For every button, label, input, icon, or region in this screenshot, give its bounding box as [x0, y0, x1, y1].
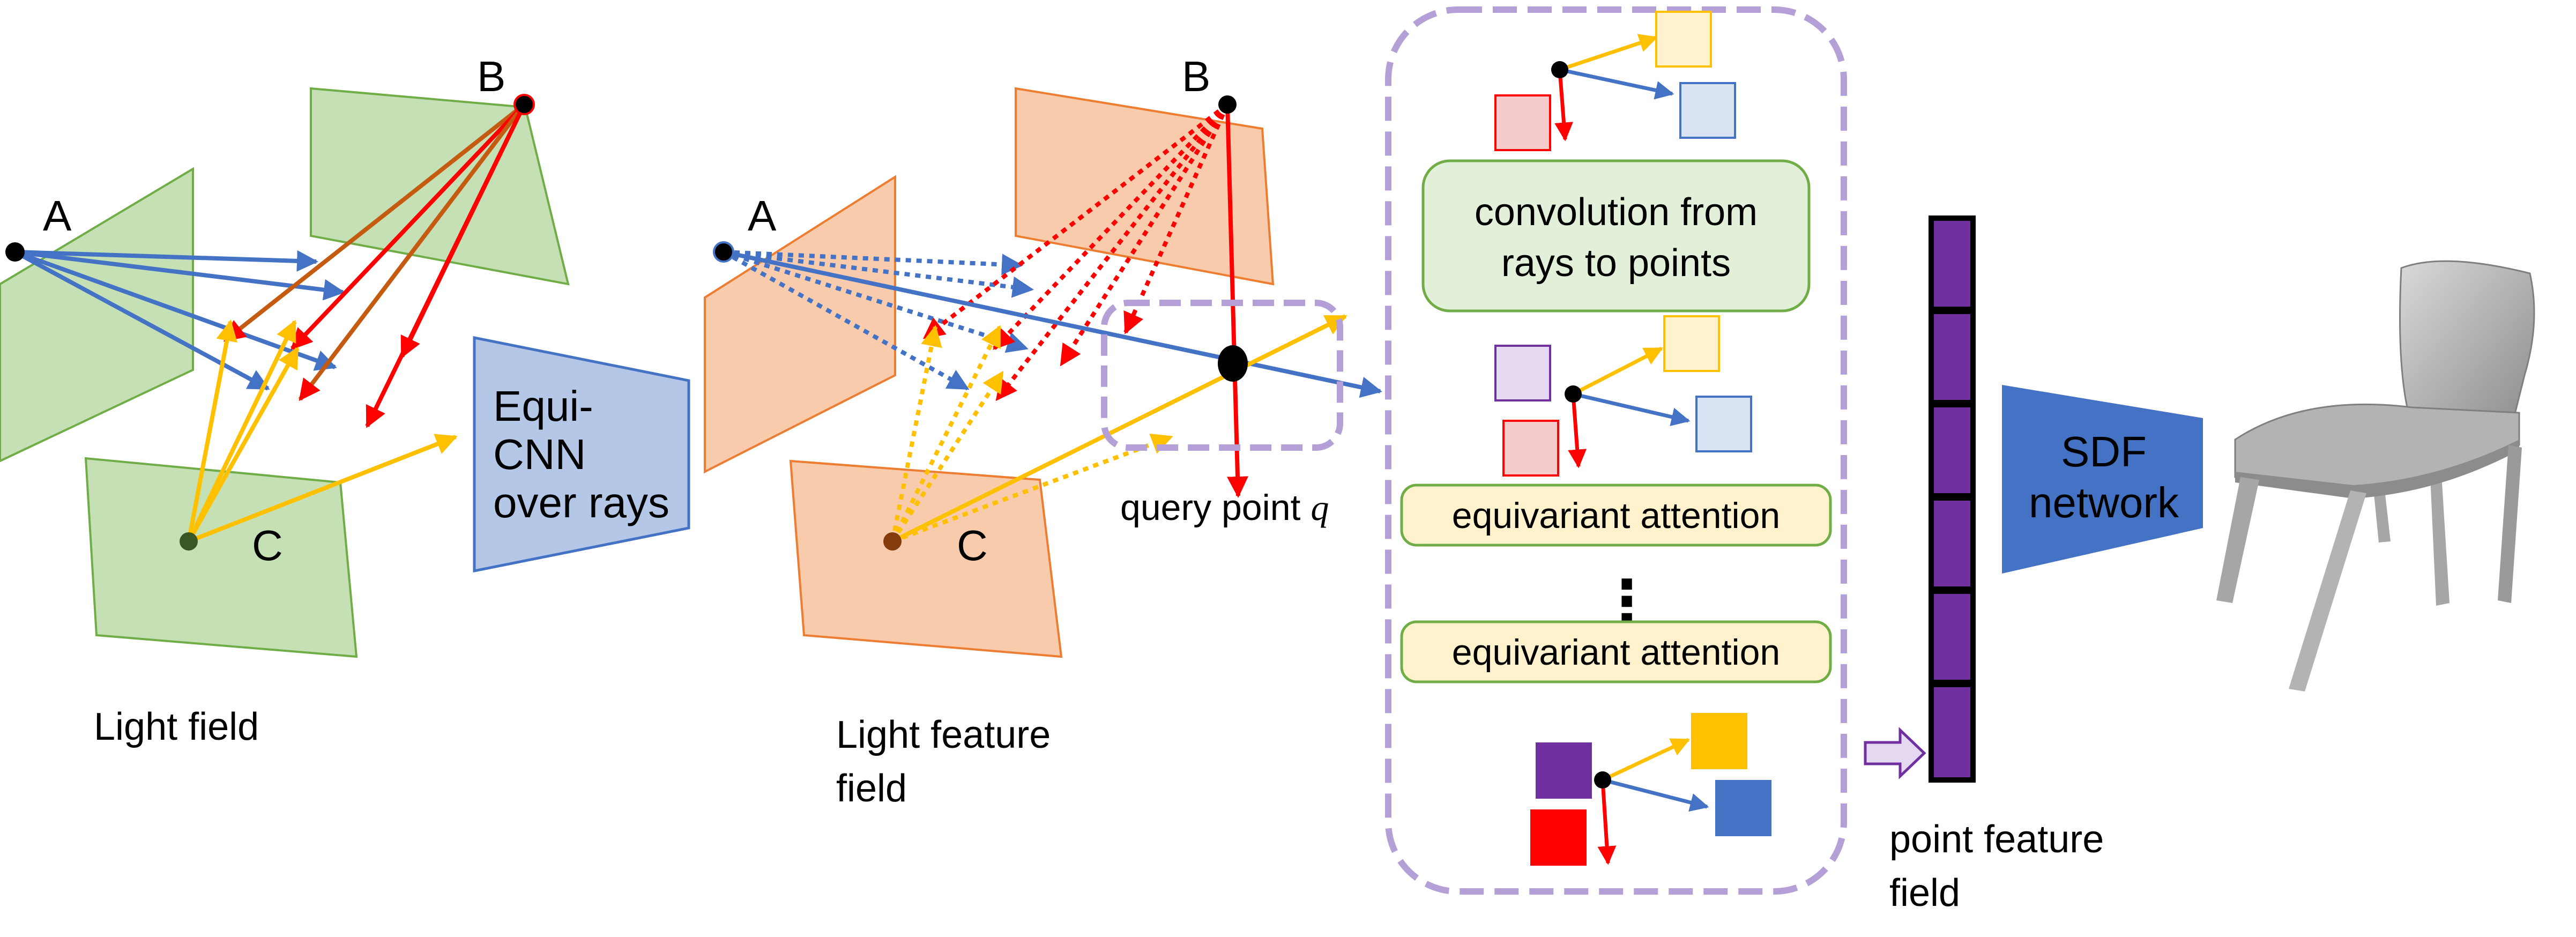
point-c-label: C — [252, 522, 283, 569]
attention-label-1: equivariant attention — [1452, 495, 1780, 536]
convolution-line2: rays to points — [1501, 242, 1731, 285]
pipeline-dashed-border — [1385, 6, 1847, 895]
feature-square-yellow — [1663, 315, 1720, 372]
sdf-trapezoid — [2002, 385, 2203, 574]
feature-square-red — [1494, 94, 1551, 151]
query-point-symbol: q — [1311, 487, 1329, 528]
point-b-label: B — [477, 53, 505, 100]
point-b-dot — [513, 94, 535, 115]
reconstructed-chair — [2216, 260, 2535, 691]
light-feature-caption-line2: field — [836, 767, 907, 810]
feature-square-blue — [1715, 780, 1771, 836]
attention-box-1 — [1400, 484, 1832, 547]
plane-c — [789, 459, 1063, 658]
convolution-box — [1421, 159, 1811, 313]
point-feature-caption-line1: point feature — [1889, 818, 2104, 861]
point-a-label: A — [43, 192, 72, 240]
sdf-network: SDF network — [2002, 385, 2203, 574]
feature-square-red — [1502, 420, 1559, 477]
point-a-dot — [5, 242, 25, 262]
feature-square-red — [1530, 809, 1587, 866]
query-point-text: query point — [1120, 487, 1301, 528]
plane-a — [704, 175, 896, 474]
feature-square-yellow — [1655, 11, 1712, 68]
rays-from-b — [223, 102, 526, 428]
feature-square-purple — [1536, 742, 1592, 799]
equi-cnn-line2: CNN — [493, 430, 586, 478]
point-c-dot — [883, 532, 902, 551]
plane-c — [84, 457, 358, 658]
plane-b — [1015, 87, 1275, 286]
point-a-label: A — [748, 192, 777, 240]
equi-cnn-line1: Equi- — [493, 382, 593, 430]
point-c-dot — [180, 532, 198, 551]
sdf-label-line1: SDF — [2061, 428, 2147, 475]
plane-a — [0, 167, 194, 463]
feature-square-yellow — [1691, 713, 1747, 769]
attention-box-2 — [1400, 620, 1832, 683]
point-c-label: C — [957, 522, 988, 569]
query-point-label: query point q — [1120, 487, 1329, 528]
light-field-caption: Light field — [94, 705, 259, 748]
dotted-rays-from-b — [922, 102, 1230, 401]
attention-label-2: equivariant attention — [1452, 632, 1780, 673]
light-field-panel: A B C Equi- CNN over rays Light field — [0, 53, 690, 748]
plane-b — [310, 87, 570, 286]
frame-middle — [1494, 315, 1752, 477]
query-region-box — [1101, 300, 1343, 451]
convolution-line1: convolution from — [1475, 191, 1758, 234]
dotted-rays-from-a — [723, 250, 1034, 391]
feature-square-blue — [1679, 82, 1736, 139]
point-b-label: B — [1182, 53, 1210, 100]
equi-cnn-line3: over rays — [493, 479, 669, 526]
frame-bottom — [1530, 713, 1771, 866]
equi-cnn-box — [473, 336, 690, 573]
light-feature-caption-line1: Light feature — [836, 713, 1051, 756]
sdf-label-line2: network — [2029, 479, 2179, 526]
query-point-dot — [1218, 345, 1248, 382]
feature-square-purple — [1494, 345, 1551, 401]
point-feature-field: point feature field — [1864, 215, 2104, 914]
solid-ray-c-through-query — [891, 314, 1347, 544]
solid-ray-a-through-query — [723, 250, 1382, 398]
point-b-dot — [1218, 95, 1237, 114]
point-pipeline-panel: convolution from rays to points equivari… — [1385, 6, 1847, 895]
rays-from-c — [187, 319, 458, 544]
point-a-dot — [713, 241, 734, 263]
light-feature-field-panel: A B C query point q Light feature field — [704, 53, 1382, 810]
point-feature-caption-line2: field — [1889, 872, 1960, 914]
frame-top — [1494, 11, 1736, 151]
feature-square-blue — [1695, 396, 1752, 452]
hollow-right-arrow — [1864, 727, 1926, 779]
dotted-rays-from-c — [890, 325, 1173, 544]
